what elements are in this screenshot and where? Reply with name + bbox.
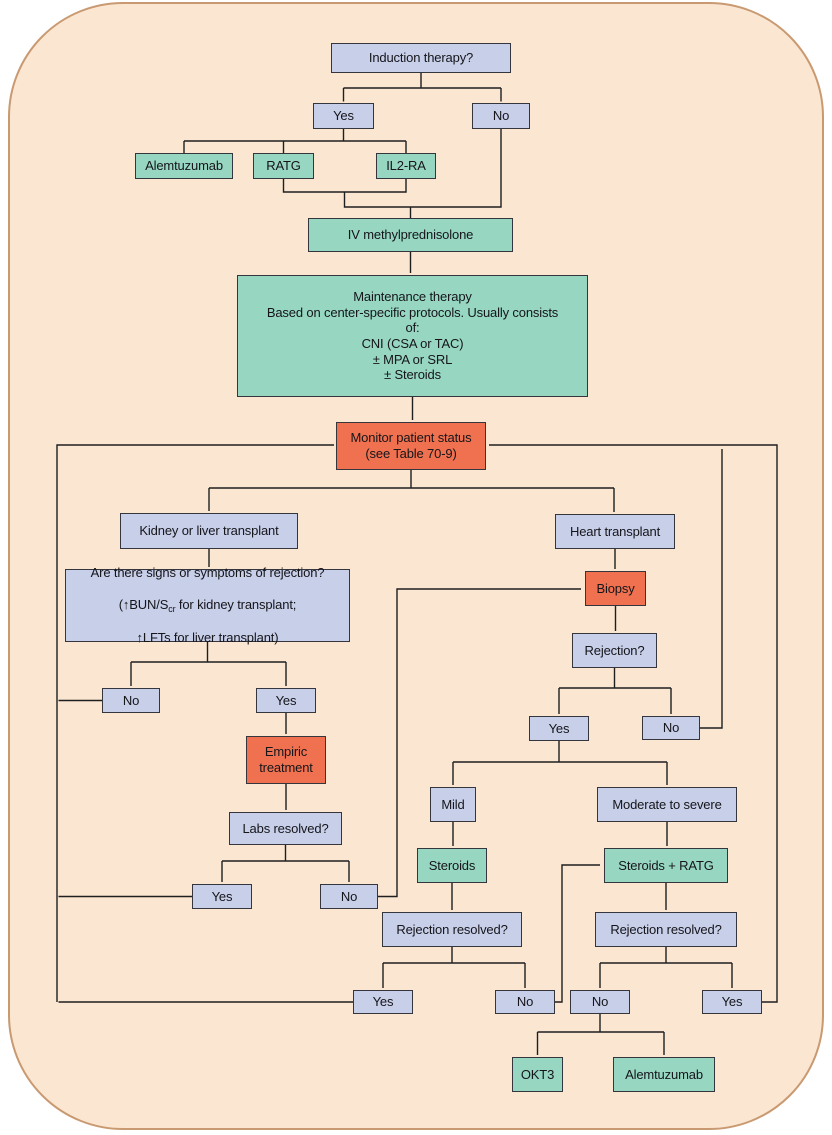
node-rr-mild-yes: Yes [353,990,413,1014]
node-kidney-liver-transplant: Kidney or liver transplant [120,513,298,549]
node-iv-methylprednisolone: IV methylprednisolone [308,218,513,252]
rejection-signs-line2-pre: (↑BUN/S [118,596,169,612]
connector-left-loop-monitor [56,444,334,1002]
node-labs-yes: Yes [192,884,252,909]
node-signs-yes: Yes [256,688,316,713]
connector-signs-split [131,642,286,663]
connector-rr1no-sratg [555,864,600,1003]
node-heart-transplant: Heart transplant [555,514,675,549]
node-rejection-yes: Yes [529,716,589,741]
connector-induction-split [343,73,501,89]
node-steroids: Steroids [417,848,487,883]
rejection-signs-text: Are there signs or symptoms of rejection… [91,550,325,661]
node-labs-resolved: Labs resolved? [229,812,342,845]
connector-rr1-split [383,947,525,964]
connector-rejection-split [559,668,671,689]
node-okt3: OKT3 [512,1057,563,1092]
node-empiric-treatment: Empiric treatment [246,736,326,784]
rejection-signs-line2-subscript: cr [168,603,176,614]
node-maintenance-therapy: Maintenance therapy Based on center-spec… [237,275,588,397]
connector-labs-split [222,845,349,862]
connector-agents-merge [282,128,502,218]
node-induction-therapy: Induction therapy? [331,43,511,73]
connector-rr2yes-loop-monitor [489,444,778,1003]
connector-yes-severity-split [453,741,667,763]
node-rejection-no: No [642,716,700,740]
node-alemtuzumab-induction: Alemtuzumab [135,153,233,179]
node-induction-no: No [472,103,530,129]
rejection-signs-line2: (↑BUN/Scr for kidney transplant; [91,597,325,615]
node-induction-yes: Yes [313,103,374,129]
rejection-signs-line2-post: for kidney transplant; [175,596,297,612]
node-alemtuzumab-refractory: Alemtuzumab [613,1057,715,1092]
node-rejection-question: Rejection? [572,633,657,668]
node-rejection-resolved-mild: Rejection resolved? [382,912,522,947]
node-rr-modsev-yes: Yes [702,990,762,1014]
connector-labsno-biopsy [378,588,581,898]
node-steroids-plus-ratg: Steroids + RATG [604,848,728,883]
node-rejection-resolved-modsev: Rejection resolved? [595,912,737,947]
connector-rr2no-split [537,1014,664,1033]
node-mild: Mild [430,787,476,822]
rejection-signs-line3: ↑LFTs for liver transplant) [136,630,279,645]
node-labs-no: No [320,884,378,909]
connector-monitor-split [209,470,614,489]
connector-rr2-split [600,947,732,964]
node-signs-no: No [102,688,160,713]
node-rr-mild-no: No [495,990,555,1014]
node-il2ra: IL2-RA [376,153,436,179]
node-rejection-signs-question: Are there signs or symptoms of rejection… [65,565,350,645]
node-monitor-patient-status: Monitor patient status (see Table 70-9) [336,422,486,470]
rejection-signs-line1: Are there signs or symptoms of rejection… [90,565,325,581]
node-moderate-to-severe: Moderate to severe [597,787,737,822]
connector-rejectionno-loop [700,449,723,729]
node-ratg: RATG [253,153,314,179]
node-rr-modsev-no: No [570,990,630,1014]
node-biopsy: Biopsy [585,571,646,606]
connector-yes-agents [183,128,407,153]
